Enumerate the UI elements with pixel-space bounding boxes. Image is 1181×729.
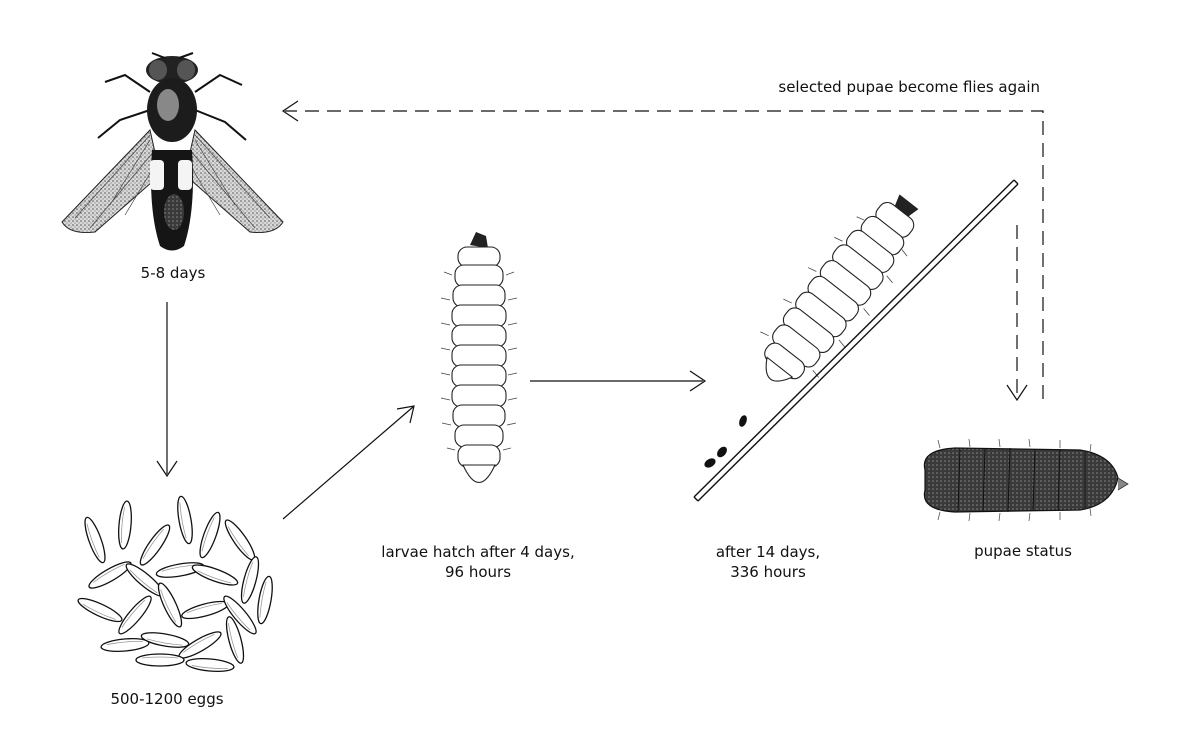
adult-duration-label: 5-8 days — [140, 264, 206, 282]
arrow-eggs-to-larvae — [282, 405, 415, 520]
arrow-ramp-to-pupae — [1006, 225, 1028, 402]
larva-4-days-illustration — [440, 232, 518, 484]
loop-caption: selected pupae become flies again — [778, 78, 1040, 96]
falling-droppings — [704, 415, 747, 468]
larvae-hatch-label-line2: 96 hours — [444, 563, 512, 581]
larvae-hatch-label: larvae hatch after 4 days, 96 hours — [381, 542, 574, 582]
egg-pile-illustration — [75, 494, 276, 674]
larva-14-days-illustration — [760, 194, 919, 382]
ramp — [693, 179, 1019, 502]
larvae-14-days-label-line2: 336 hours — [730, 563, 806, 581]
pupae-status-label: pupae status — [974, 542, 1072, 560]
egg-count-label: 500-1200 eggs — [110, 690, 224, 708]
arrow-larvae-to-grown — [530, 370, 707, 392]
larvae-hatch-label-line1: larvae hatch after 4 days, — [381, 543, 575, 561]
arrow-pupae-to-flies-loop — [281, 100, 1044, 399]
larvae-14-days-label-line1: after 14 days, — [715, 543, 821, 561]
arrow-fly-to-eggs — [156, 302, 178, 478]
pupa-illustration — [923, 438, 1129, 522]
larvae-14-days-label: after 14 days, 336 hours — [716, 542, 820, 582]
adult-fly-illustration — [61, 52, 284, 251]
